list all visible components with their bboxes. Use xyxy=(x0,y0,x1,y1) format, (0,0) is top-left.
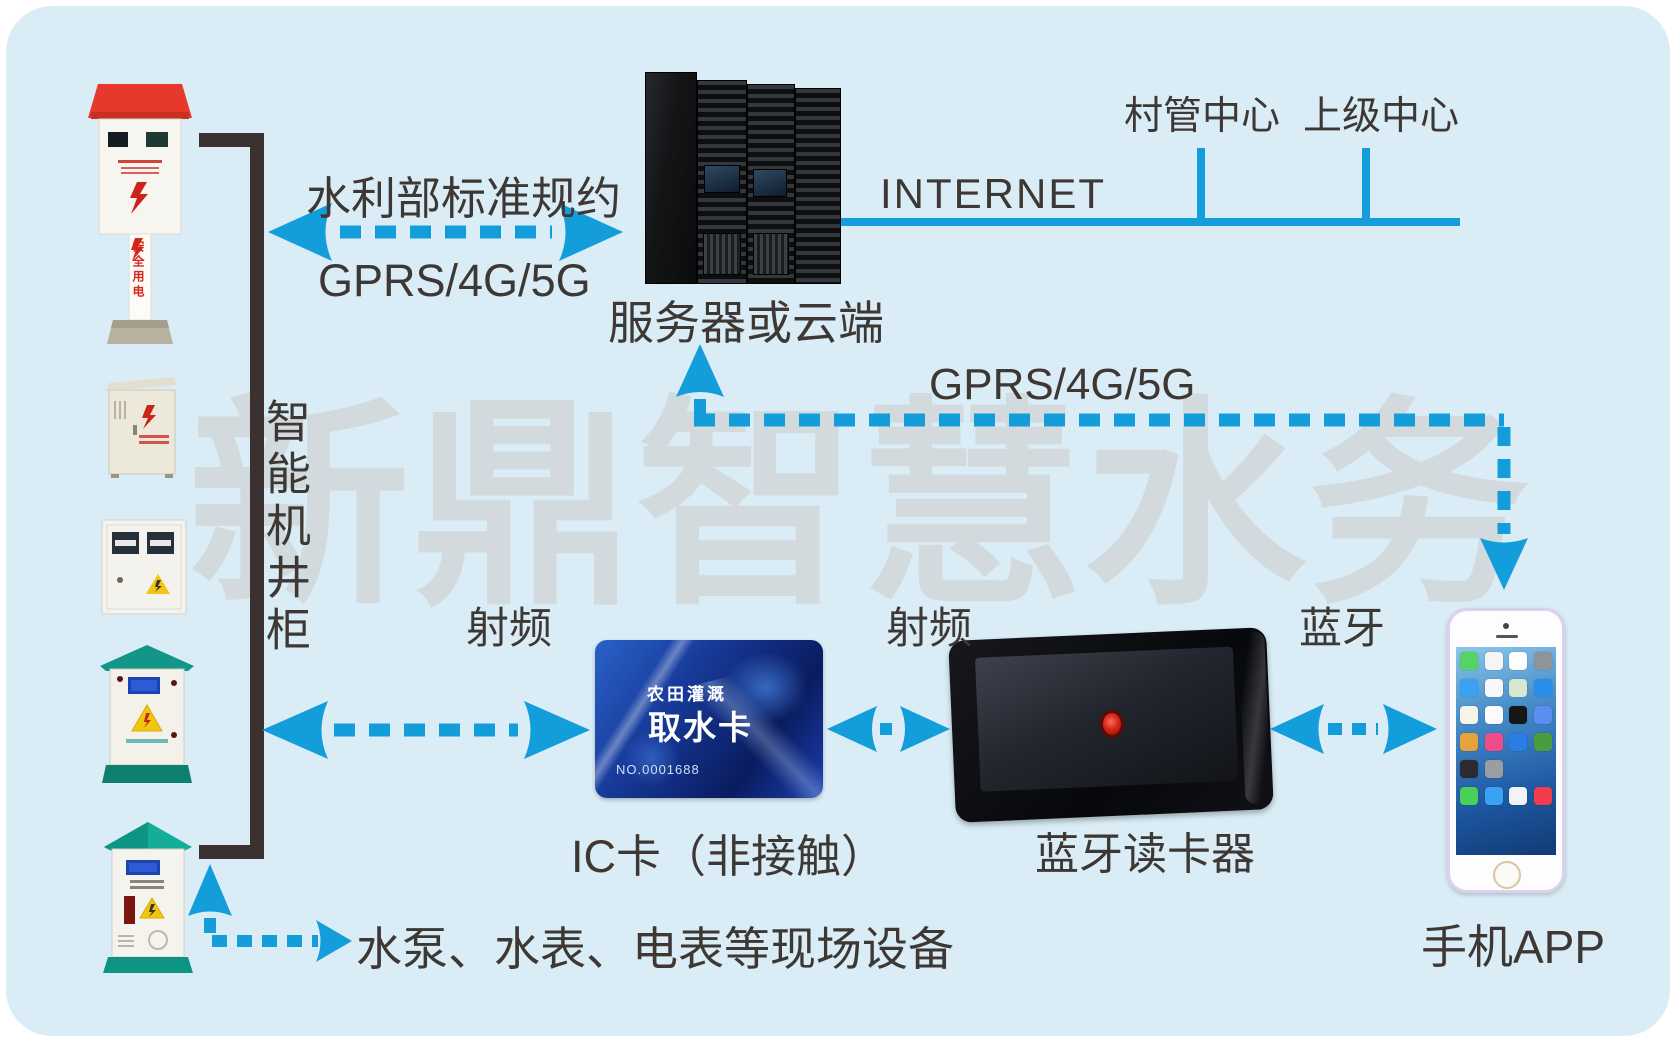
app-icon xyxy=(1460,760,1478,778)
phone-app-grid xyxy=(1460,652,1552,805)
server-screen xyxy=(753,169,787,197)
app-icon xyxy=(1533,679,1552,697)
phone-home-button xyxy=(1493,861,1521,889)
watermark-text: 新鼎智慧水务 xyxy=(188,383,1532,631)
gprs-phone-link xyxy=(676,344,1528,590)
ic-card-caption: IC卡（非接触） xyxy=(571,831,887,882)
irrigation-controller-a-image xyxy=(100,643,194,793)
reader-caption: 蓝牙读卡器 xyxy=(1035,830,1255,879)
app-icon xyxy=(1460,706,1478,724)
app-icon xyxy=(1484,787,1503,805)
app-icon xyxy=(1484,760,1503,778)
field-devices-label: 水泵、水表、电表等现场设备 xyxy=(356,923,954,975)
server-vent xyxy=(753,233,789,275)
app-icon xyxy=(1509,706,1527,724)
phone-caption: 手机APP xyxy=(1421,921,1606,973)
app-icon xyxy=(1509,652,1527,670)
server-rack-image xyxy=(645,72,841,284)
phone-camera-dot xyxy=(1503,623,1509,629)
server-tower xyxy=(747,84,795,284)
ic-card-brand-text: 农田灌溉 xyxy=(647,685,727,704)
gprs-top-label: GPRS/4G/5G xyxy=(318,255,591,306)
rf-right-label: 射频 xyxy=(886,605,972,653)
app-icon xyxy=(1509,787,1527,805)
arrow-cabinet-card xyxy=(262,701,590,759)
protocol-label: 水利部标准规约 xyxy=(306,173,622,224)
app-icon xyxy=(1484,733,1503,751)
field-control-box-image xyxy=(103,375,185,484)
upper-center-label: 上级中心 xyxy=(1303,95,1460,138)
field-devices-link xyxy=(188,864,352,962)
rf-left-label: 射频 xyxy=(466,605,552,653)
server-vent xyxy=(703,233,741,275)
cabinet-bus-line xyxy=(199,133,264,859)
app-icon xyxy=(1509,679,1527,697)
smartphone-image xyxy=(1447,608,1565,893)
pole-safety-sign-text: 安全用电 xyxy=(131,240,145,300)
ic-card-image: 农田灌溉 取水卡 NO.0001688 xyxy=(595,640,823,798)
ic-card-number-text: NO.0001688 xyxy=(616,762,700,777)
ic-card-title-text: 取水卡 xyxy=(648,709,753,746)
server-tower xyxy=(795,88,841,284)
gprs-right-label: GPRS/4G/5G xyxy=(929,360,1196,409)
phone-screen xyxy=(1456,647,1556,855)
arrow-reader-phone xyxy=(1270,704,1437,754)
server-screen xyxy=(704,165,740,193)
app-icon xyxy=(1533,706,1552,724)
smart-well-cabinet-label: 智能机井柜 xyxy=(259,398,310,658)
app-icon xyxy=(1460,652,1478,670)
app-icon xyxy=(1509,733,1527,751)
server-tower xyxy=(645,72,697,284)
arrow-card-reader xyxy=(827,706,950,752)
well-pole-controller-image xyxy=(85,78,195,351)
app-icon xyxy=(1484,652,1503,670)
phone-speaker xyxy=(1496,635,1518,638)
bluetooth-label: 蓝牙 xyxy=(1299,605,1385,653)
app-icon xyxy=(1460,787,1478,805)
server-label: 服务器或云端 xyxy=(608,297,884,349)
app-icon xyxy=(1533,652,1552,670)
meter-box-image xyxy=(100,518,188,621)
village-center-label: 村管中心 xyxy=(1124,95,1281,138)
bluetooth-reader-image xyxy=(948,627,1274,823)
server-tower xyxy=(697,80,747,284)
app-icon xyxy=(1460,733,1478,751)
app-icon xyxy=(1533,787,1552,805)
app-icon xyxy=(1460,679,1478,697)
app-icon xyxy=(1484,679,1503,697)
app-icon xyxy=(1533,733,1552,751)
internet-label: INTERNET xyxy=(880,170,1106,217)
irrigation-controller-b-image xyxy=(100,818,196,980)
arrow-cabinet-server xyxy=(268,203,623,261)
app-icon xyxy=(1484,706,1503,724)
